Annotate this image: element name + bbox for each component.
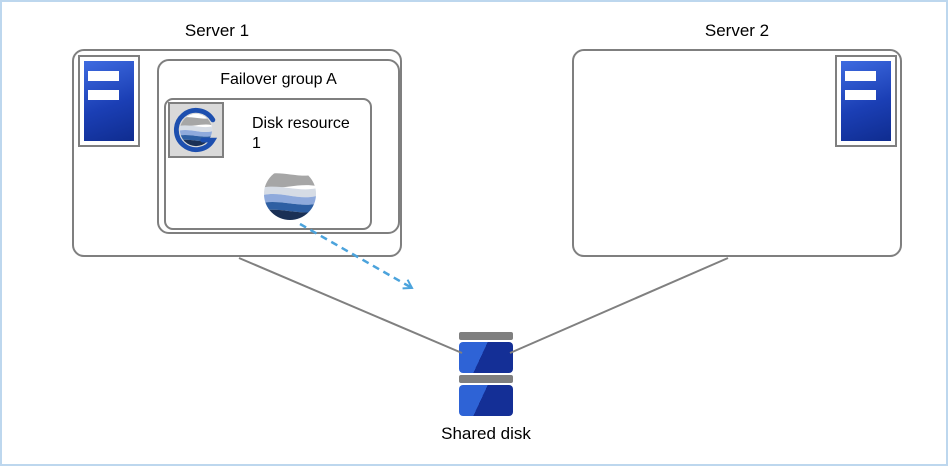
server-slot-bar [88, 89, 119, 100]
server-tower-graphic [841, 61, 891, 141]
server-slot-bar [845, 71, 876, 82]
g-logo-graphic [173, 108, 218, 152]
disk-sphere-icon [263, 167, 317, 221]
cluster-group-icon [168, 102, 224, 158]
server1-to-disk-line [238, 257, 463, 354]
disk-sphere-graphic [263, 167, 317, 221]
shared-disk-label: Shared disk [441, 424, 531, 443]
disk-cap [459, 332, 513, 340]
server1-label: Server 1 [184, 21, 250, 40]
failover-group-label: Failover group A [220, 71, 337, 88]
disk-unit [459, 342, 513, 373]
disk-resource-label: Disk resource 1 [252, 115, 350, 152]
server1-icon [78, 55, 140, 147]
server-slot-bar [88, 71, 119, 82]
server-tower-graphic [84, 61, 134, 141]
server2-to-disk-line [509, 257, 729, 354]
server2-label: Server 2 [704, 21, 770, 40]
disk-unit [459, 385, 513, 416]
disk-cap [459, 375, 513, 383]
server2-icon [835, 55, 897, 147]
server-slot-bar [845, 89, 876, 100]
shared-disk-icon [459, 332, 513, 418]
